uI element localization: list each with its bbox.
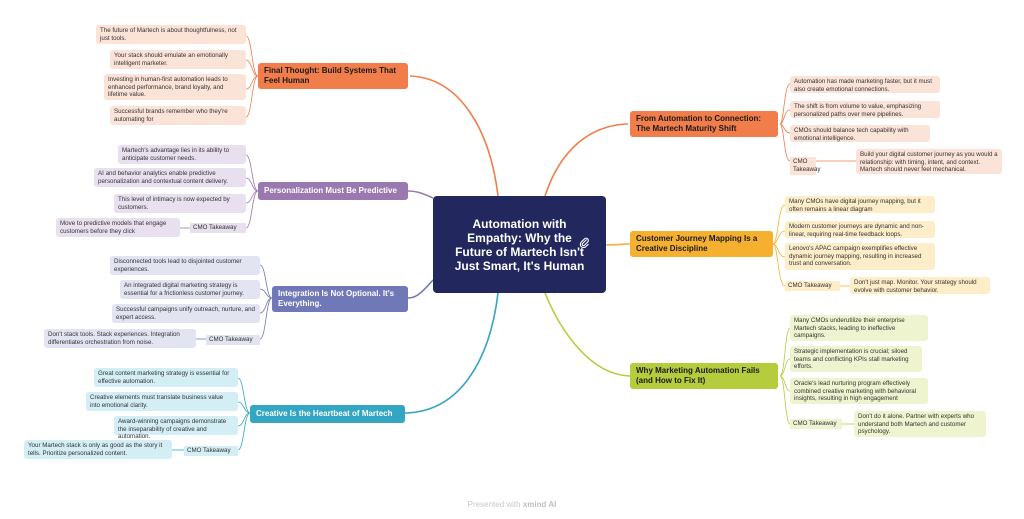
branch-topic-maturity-shift[interactable]: From Automation to Connection: The Marte…: [630, 111, 778, 137]
branch-topic-integration[interactable]: Integration Is Not Optional. It's Everyt…: [272, 286, 408, 312]
subtopic-note[interactable]: Creative elements must translate busines…: [86, 392, 238, 411]
cmo-takeaway-label[interactable]: CMO Takeaway: [785, 281, 840, 291]
cmo-takeaway-label[interactable]: CMO Takeaway: [190, 223, 246, 233]
branch-topic-personalization[interactable]: Personalization Must Be Predictive: [258, 182, 408, 200]
branch-topic-automation-fails[interactable]: Why Marketing Automation Fails (and How …: [630, 363, 778, 389]
subtopic-note[interactable]: Investing in human-first automation lead…: [104, 74, 246, 100]
cmo-takeaway-note[interactable]: Don't just map. Monitor. Your strategy s…: [850, 277, 990, 294]
footer-brand: xmind AI: [522, 500, 557, 509]
subtopic-note[interactable]: AI and behavior analytics enable predict…: [94, 168, 246, 187]
cmo-takeaway-label[interactable]: CMO Takeaway: [790, 157, 821, 175]
subtopic-note[interactable]: Strategic implementation is crucial; sil…: [790, 346, 922, 372]
branch-topic-journey-mapping[interactable]: Customer Journey Mapping Is a Creative D…: [630, 231, 773, 257]
footer-prefix: Presented with: [467, 500, 521, 509]
branch-topic-label: Why Marketing Automation Fails (and How …: [636, 366, 760, 385]
subtopic-note[interactable]: Many CMOs have digital journey mapping, …: [785, 196, 935, 213]
subtopic-note[interactable]: Your stack should emulate an emotionally…: [110, 50, 246, 69]
cmo-takeaway-label[interactable]: CMO Takeaway: [184, 446, 238, 456]
cmo-takeaway-note[interactable]: Build your digital customer journey as y…: [856, 149, 1002, 174]
subtopic-note[interactable]: The shift is from volume to value, empha…: [790, 101, 940, 118]
branch-topic-label: Personalization Must Be Predictive: [264, 186, 397, 195]
branch-topic-label: From Automation to Connection: The Marte…: [636, 114, 762, 133]
subtopic-note[interactable]: CMOs should balance tech capability with…: [790, 125, 930, 142]
branch-topic-label: Integration Is Not Optional. It's Everyt…: [278, 289, 395, 308]
cmo-takeaway-note[interactable]: Move to predictive models that engage cu…: [56, 218, 180, 237]
branch-topic-creative[interactable]: Creative Is the Heartbeat of Martech: [250, 405, 405, 423]
branch-topic-label: Creative Is the Heartbeat of Martech: [256, 409, 393, 418]
subtopic-note[interactable]: Modern customer journeys are dynamic and…: [785, 221, 935, 238]
subtopic-note[interactable]: The future of Martech is about thoughtfu…: [96, 25, 246, 44]
subtopic-note[interactable]: Martech's advantage lies in its ability …: [118, 145, 246, 164]
subtopic-note[interactable]: An integrated digital marketing strategy…: [120, 280, 260, 299]
cmo-takeaway-label[interactable]: CMO Takeaway: [206, 335, 260, 345]
subtopic-note[interactable]: Oracle's lead nurturing program effectiv…: [790, 378, 928, 404]
subtopic-note[interactable]: Successful brands remember who they're a…: [110, 106, 246, 125]
cmo-takeaway-note[interactable]: Don't do it alone. Partner with experts …: [854, 411, 986, 437]
central-topic[interactable]: Automation with Empathy: Why the Future …: [433, 196, 606, 293]
subtopic-note[interactable]: Successful campaigns unify outreach, nur…: [112, 304, 260, 323]
subtopic-note[interactable]: Automation has made marketing faster, bu…: [790, 76, 940, 93]
cmo-takeaway-label[interactable]: CMO Takeaway: [790, 419, 842, 429]
branch-topic-label: Customer Journey Mapping Is a Creative D…: [636, 234, 758, 253]
branch-topic-label: Final Thought: Build Systems That Feel H…: [264, 66, 396, 85]
cmo-takeaway-note[interactable]: Your Martech stack is only as good as th…: [24, 440, 172, 459]
subtopic-note[interactable]: This level of intimacy is now expected b…: [114, 194, 246, 213]
central-topic-title: Automation with Empathy: Why the Future …: [454, 216, 585, 273]
subtopic-note[interactable]: Many CMOs underutilize their enterprise …: [790, 315, 928, 341]
subtopic-note[interactable]: Lenovo's APAC campaign exemplifies effec…: [785, 243, 935, 270]
subtopic-note[interactable]: Award-winning campaigns demonstrate the …: [114, 416, 238, 440]
branch-topic-final-thought[interactable]: Final Thought: Build Systems That Feel H…: [258, 63, 408, 89]
subtopic-note[interactable]: Disconnected tools lead to disjointed cu…: [110, 256, 260, 275]
subtopic-note[interactable]: Great content marketing strategy is esse…: [94, 368, 238, 387]
attachment-icon[interactable]: [579, 237, 590, 251]
footer-credit: Presented with xmind AI: [0, 500, 1024, 509]
cmo-takeaway-note[interactable]: Don't stack tools. Stack experiences. In…: [44, 329, 196, 348]
